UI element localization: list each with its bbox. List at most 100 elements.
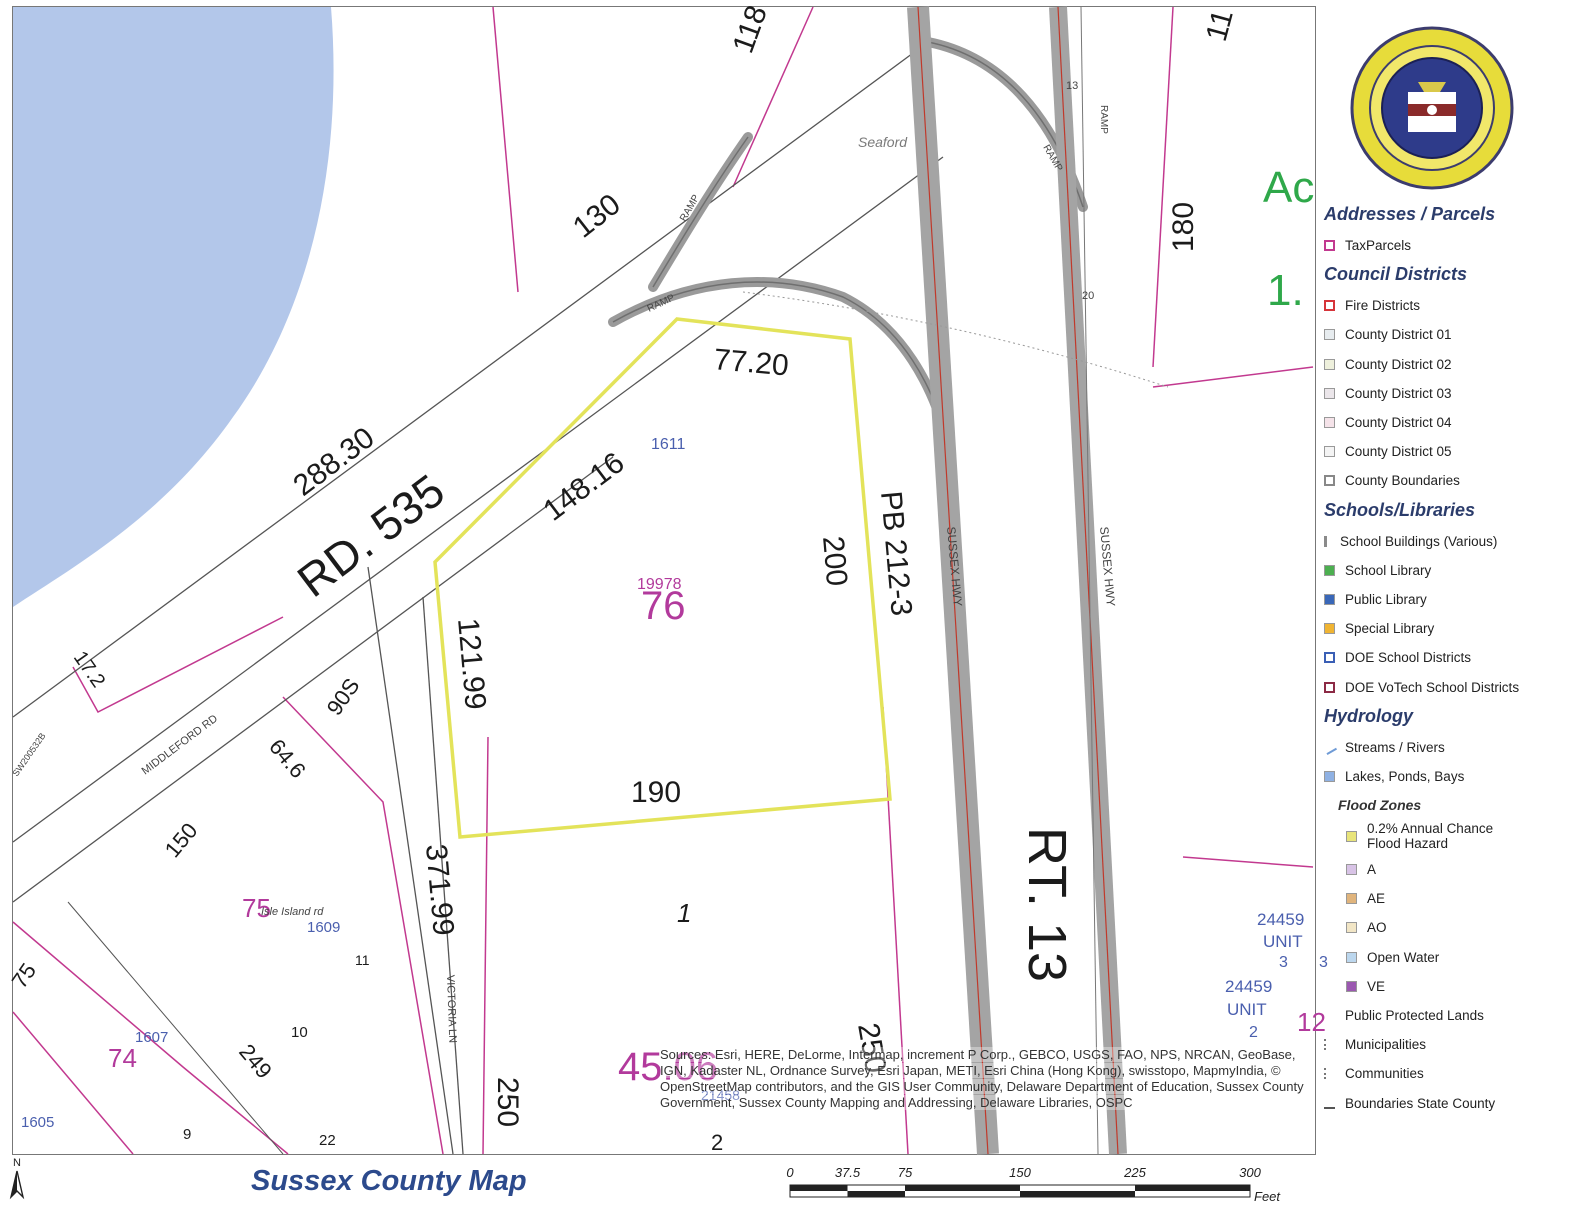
scale-tick-label: 0 [786,1165,794,1180]
d288-label: 288.30 [287,421,380,503]
legend-item: Public Library [1324,585,1576,614]
d200-label: 200 [816,535,853,588]
scale-bar-segment [905,1185,1020,1191]
d14816-label: 148.16 [537,446,630,528]
parcel-1605-label: 1605 [21,1114,54,1131]
legend-item: DOE School Districts [1324,643,1576,672]
d250a-label: 250 [491,1077,524,1127]
seaford-label: Seaford [858,134,908,150]
parcel-21458-label: 21458 [701,1087,740,1103]
legend-swatch-icon [1346,864,1357,876]
scale-tick-label: 225 [1123,1165,1146,1180]
legend-swatch-icon [1324,329,1335,341]
unit-b-label: UNIT [1227,1000,1267,1019]
legend-item-label: Open Water [1367,949,1440,965]
legend-item-label: County District 04 [1345,415,1452,431]
acreage-ac-label: Ac [1263,163,1314,212]
legend-item-label: School Library [1345,562,1432,578]
map-view[interactable]: RD. 535 RT. 13 118 11 130 288.30 180 77.… [7,1,1328,1155]
water-body [13,7,334,607]
legend-item: VE [1346,972,1576,1001]
d37199-label: 371.99 [419,843,460,937]
legend-item-label: AO [1367,920,1387,936]
legend-item-label: County District 05 [1345,444,1452,460]
d1-label: 1 [677,898,691,928]
scale-tick-label: 37.5 [835,1165,861,1180]
legend-item: Boundaries State County [1324,1089,1576,1118]
legend-item-label: Public Protected Lands [1345,1008,1484,1024]
parcel-1607-label: 1607 [135,1029,168,1046]
scale-tick-label: 150 [1009,1165,1031,1180]
legend-item-label: County District 01 [1345,327,1452,343]
legend-swatch-icon [1346,951,1357,963]
scale-bar-segment [1135,1185,1250,1191]
scale-unit-label: Feet [1254,1189,1281,1204]
legend-item: Municipalities [1324,1030,1576,1059]
pb-label: PB 212-3 [874,490,918,617]
rt13-highway [907,6,1127,1155]
legend-swatch-icon [1324,770,1335,782]
legend-item-label: County District 03 [1345,385,1452,401]
legend-item-label: AE [1367,891,1386,907]
d180-label: 180 [1167,202,1200,252]
legend-item-label: Municipalities [1345,1037,1427,1053]
ramps [608,37,1088,447]
d249-label: 249 [234,1039,277,1083]
scale-tick-label: 300 [1239,1165,1261,1180]
victoria-label: VICTORIA LN [444,975,458,1044]
legend-item-label: DOE VoTech School Districts [1345,679,1520,695]
legend-item: County District 04 [1324,408,1576,437]
legend-item: AE [1346,884,1576,913]
legend-swatch-icon [1324,300,1335,312]
north-label: N [13,1157,21,1169]
legend-swatch-icon [1324,417,1335,429]
legend-item-label: Communities [1345,1066,1424,1082]
legend-swatch-icon [1324,652,1335,664]
road-edges [12,41,944,1155]
middleford-label: MIDDLEFORD RD [140,713,220,778]
legend-item: A [1346,855,1576,884]
route-13-shield: 13 [1066,80,1078,92]
legend-item: County Boundaries [1324,466,1576,495]
legend-item: Fire Districts [1324,291,1576,320]
d90s-label: 90S [322,673,365,719]
unit-b-num-label: 2 [1249,1024,1258,1041]
d11b-label: 11 [355,952,370,968]
swrd-label: SW200532B [10,731,47,778]
legend-flood-title: Flood Zones [1338,797,1422,813]
legend-item: Public Protected Lands [1324,1001,1576,1030]
legend-item: Special Library [1324,614,1576,643]
legend-item-label: Streams / Rivers [1345,739,1445,755]
unit-a-num-label: 3 [1319,954,1328,971]
subject-parcel[interactable] [433,317,892,839]
legend-item: County District 03 [1324,379,1576,408]
legend-item: County District 02 [1324,350,1576,379]
legend-item: Lakes, Ponds, Bays [1324,762,1576,791]
d10-label: 10 [291,1024,308,1041]
legend-item-label: TaxParcels [1345,238,1412,254]
ramp-4-label: RAMP [1098,105,1109,134]
legend-section-title: Hydrology [1324,705,1414,726]
d22-label: 22 [319,1132,336,1149]
d3-label: 3 [1279,954,1288,971]
d118-label: 118 [727,1,774,57]
parcel-1609-label: 1609 [307,919,340,936]
legend-swatch-icon [1324,1068,1335,1080]
attribution-text: Sources: Esri, HERE, DeLorme, Intermap, … [660,1047,1304,1110]
legend-swatch-icon [1346,893,1357,905]
route-20-shield: 20 [1082,290,1094,302]
d7720-label: 77.20 [712,343,790,382]
legend-item: Open Water [1346,943,1576,972]
county-seal-icon [1350,26,1514,190]
d646-label: 64.6 [264,734,311,783]
d12199-label: 121.99 [451,617,492,711]
legend-item-label: County Boundaries [1345,473,1460,489]
d150-label: 150 [160,818,203,862]
legend-item-label: 0.2% Annual Chance Flood Hazard [1367,821,1494,851]
parcel-19978-label: 19978 [637,576,682,593]
legend-item-label: Public Library [1345,591,1427,607]
legend-item: Streams / Rivers [1321,733,1576,762]
legend-swatch-icon [1324,446,1335,458]
legend-item: School Buildings (Various) [1324,527,1576,556]
